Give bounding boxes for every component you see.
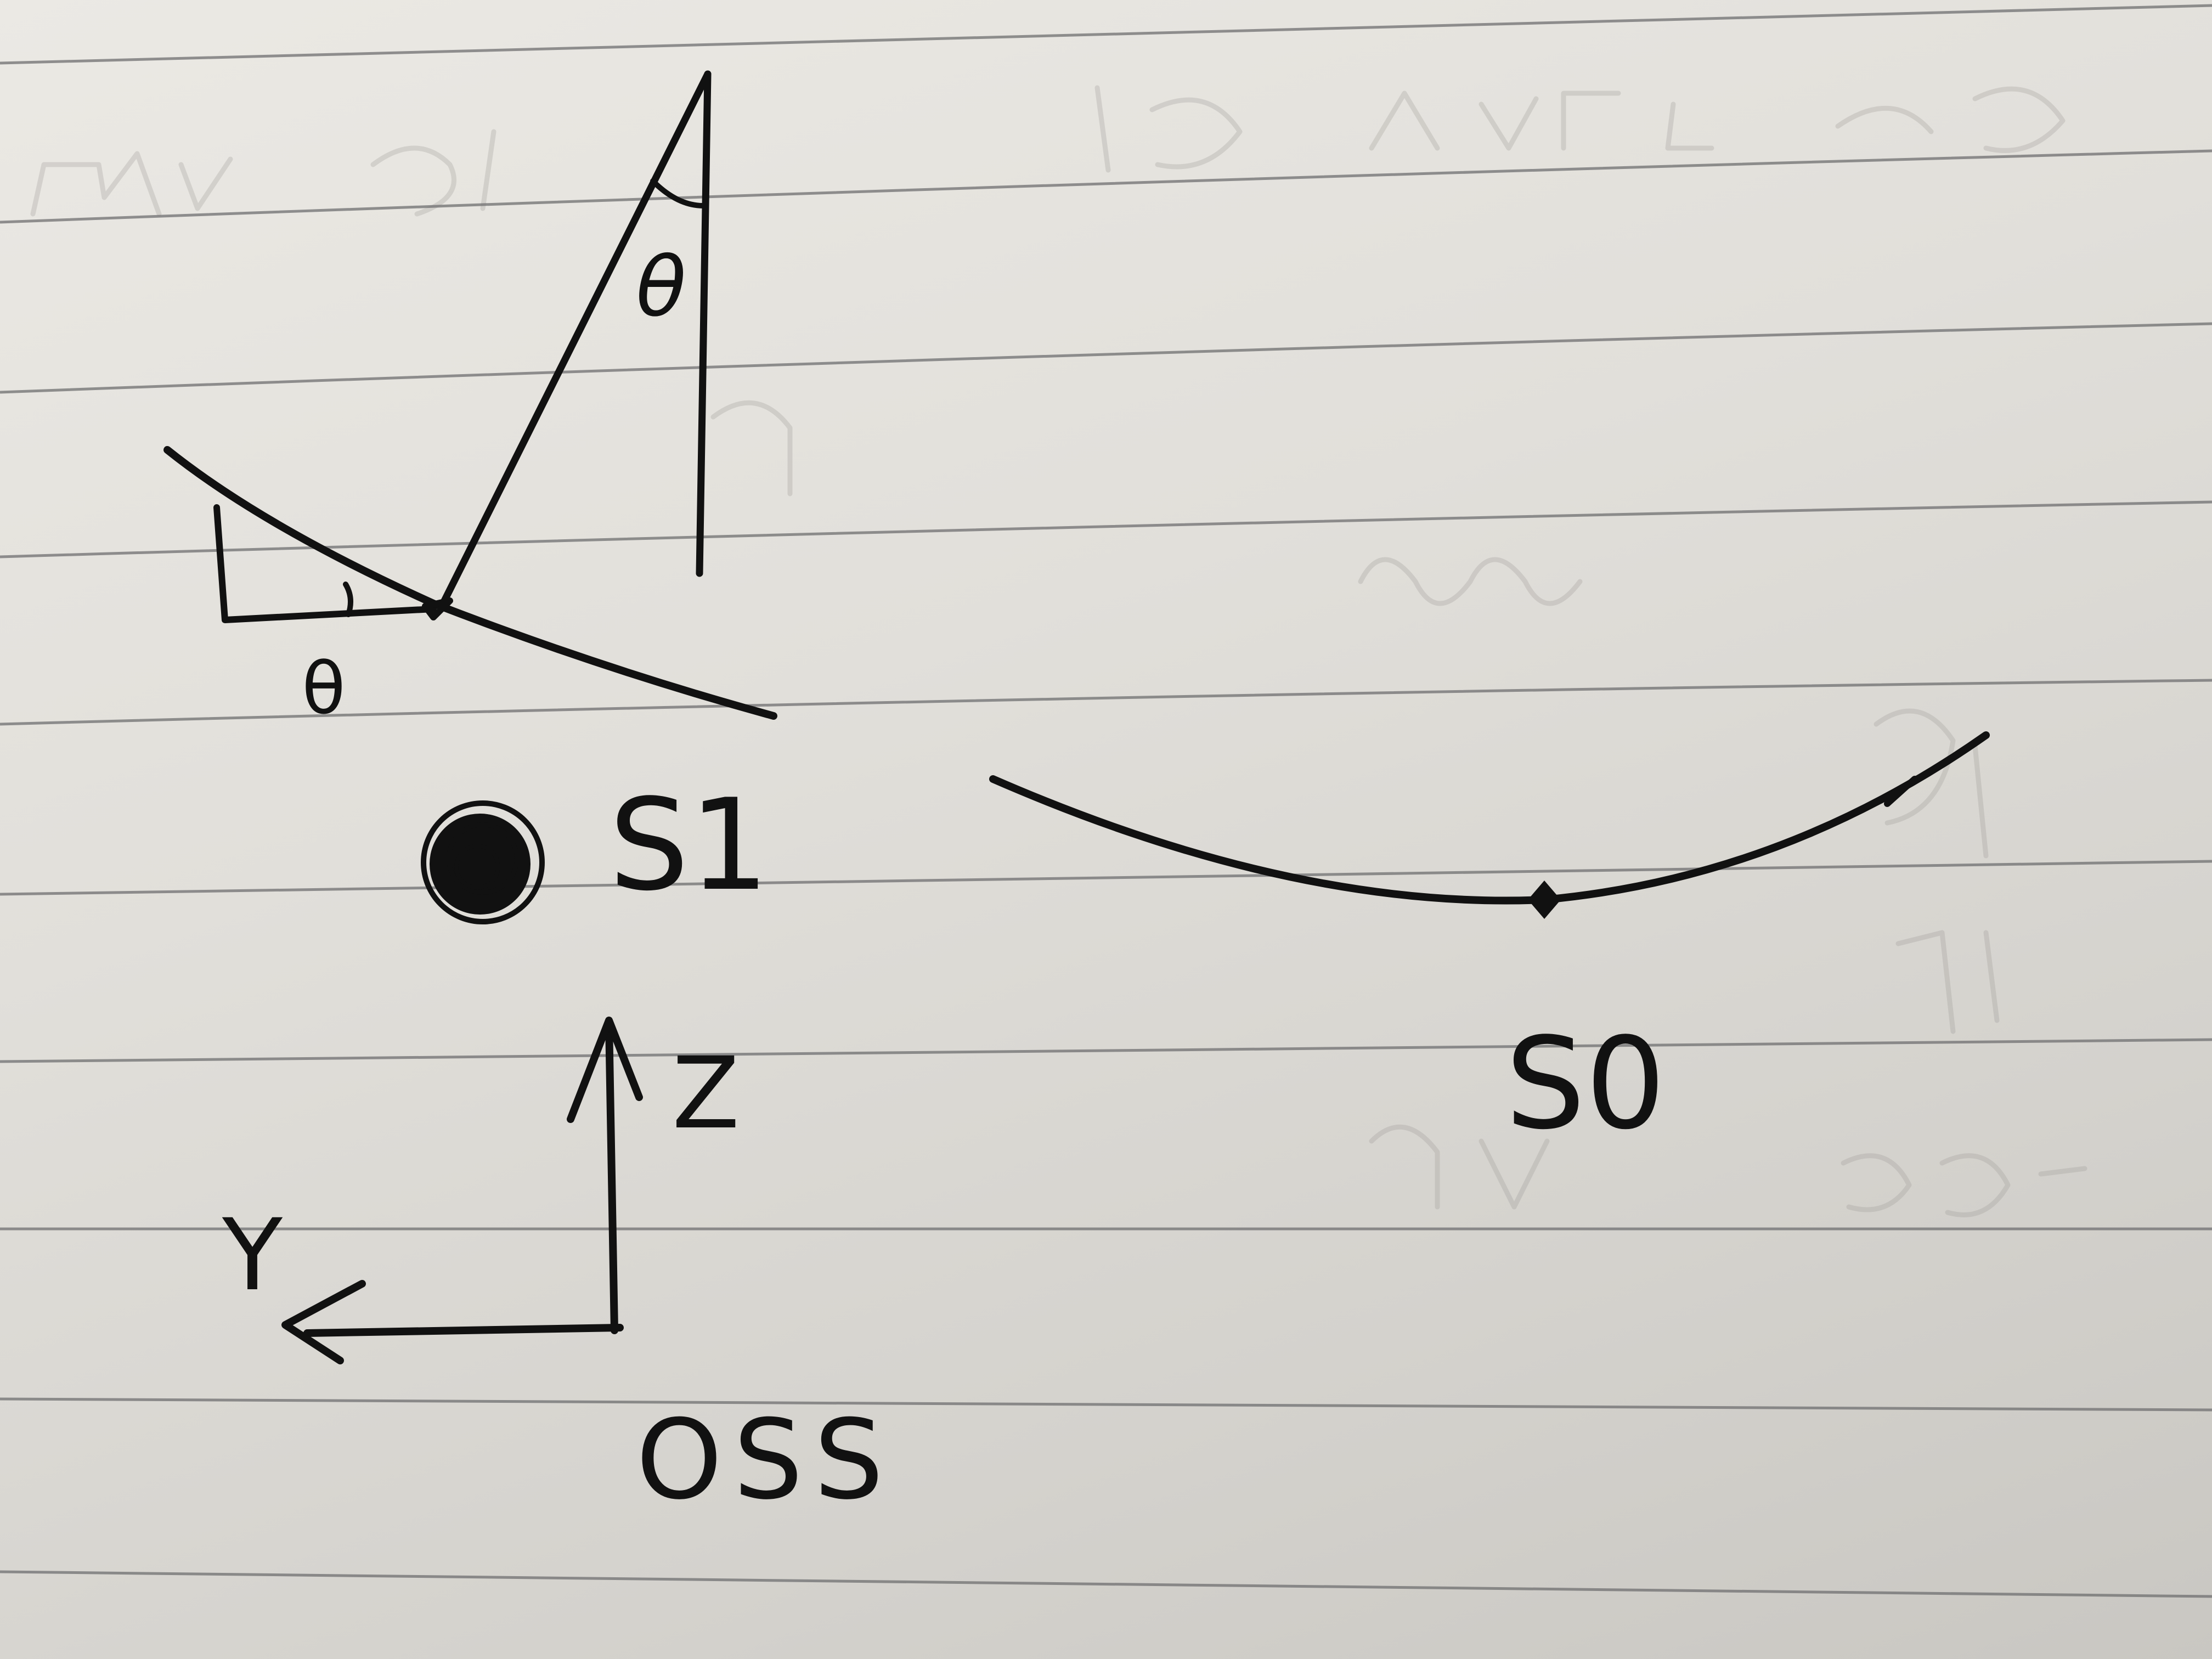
z-axis-label: Z (672, 1036, 740, 1151)
s1-point-marker (421, 800, 545, 924)
coordinate-axes (281, 1017, 643, 1364)
tilted-vector (422, 70, 712, 620)
s1-label: S1 (609, 772, 769, 919)
slope-curve (163, 446, 777, 720)
y-axis-line (303, 1324, 624, 1337)
z-axis-line (605, 1019, 618, 1334)
theta-label-left: θ (302, 647, 346, 730)
slope-triangle (213, 504, 437, 623)
theta-label-top: θ (636, 240, 686, 335)
y-axis-arrowhead (281, 1280, 366, 1364)
bleed-through-writing (30, 85, 2087, 1217)
s0-point-marker (1528, 881, 1561, 919)
z-axis-arrowhead (567, 1017, 643, 1123)
s0-label: S0 (1505, 1011, 1666, 1158)
y-axis-label: Y (222, 1198, 283, 1313)
oss-label: OSS (636, 1396, 894, 1524)
s0-curve (989, 731, 1990, 905)
